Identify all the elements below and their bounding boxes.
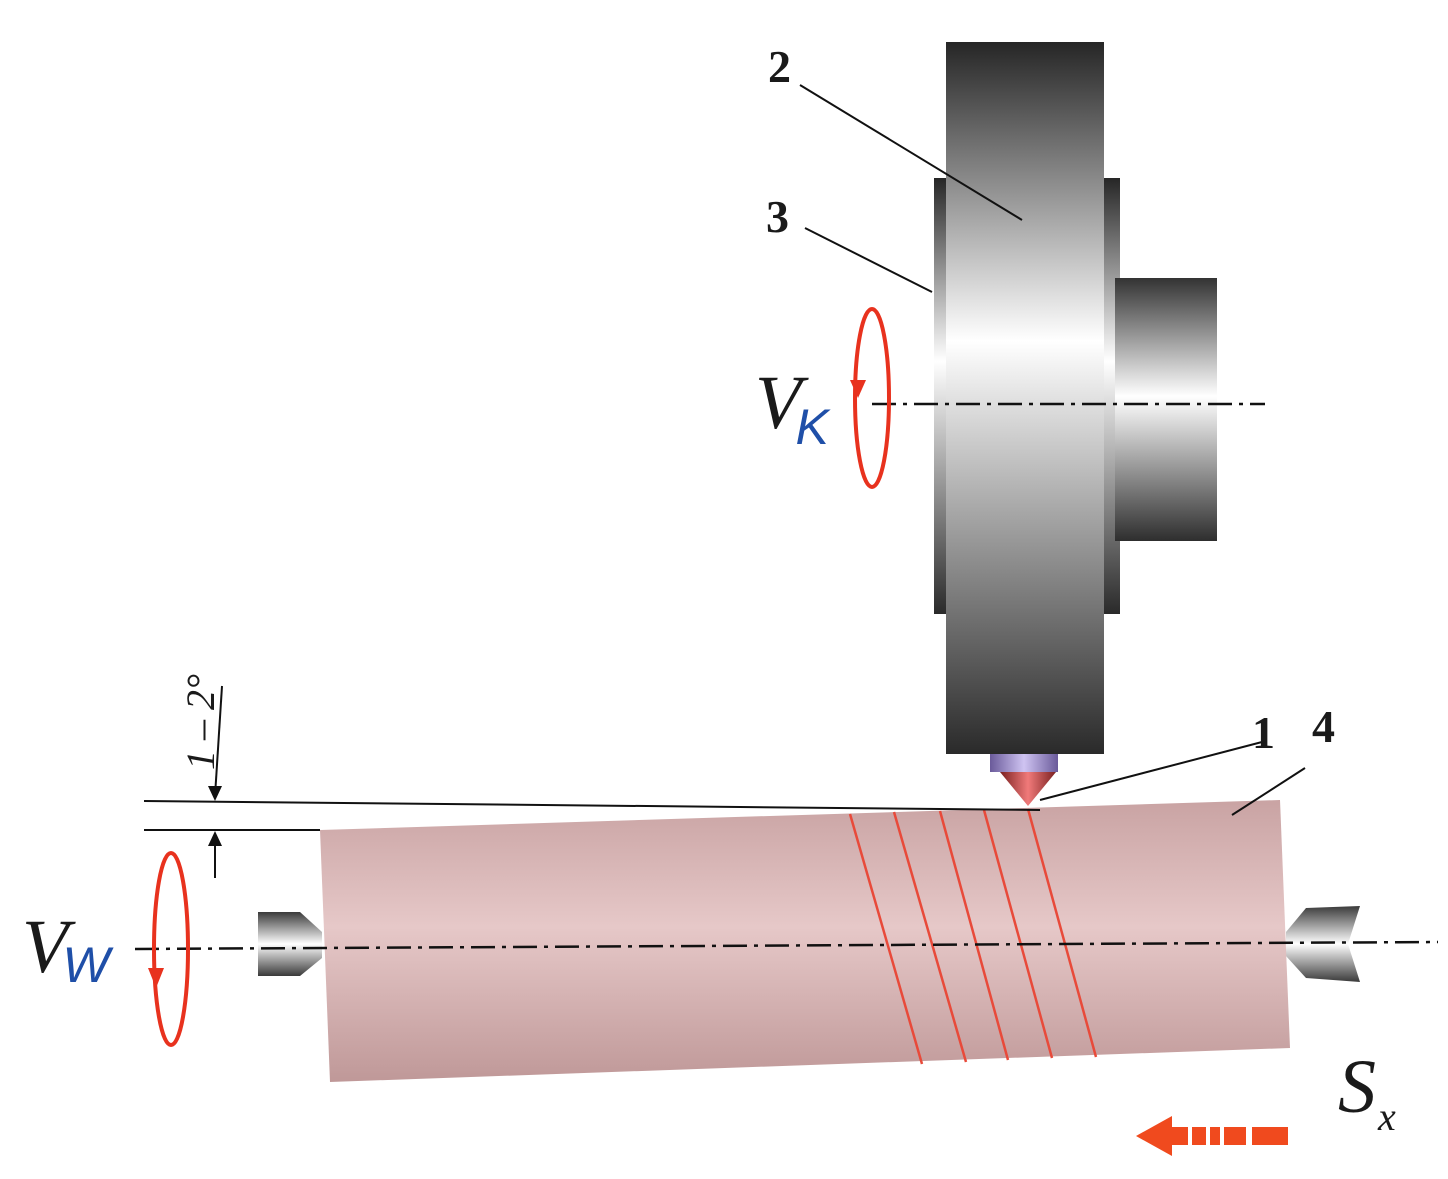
angle-indicator (143, 685, 1041, 878)
tool-holder (990, 754, 1058, 772)
tool-assembly (934, 42, 1217, 806)
tool-tip (1000, 772, 1056, 806)
tool-rotation-arrow (850, 307, 891, 489)
callout-1: 1 (1252, 707, 1275, 758)
right-center (1286, 906, 1360, 982)
workpiece-body (320, 800, 1290, 1082)
tool-hub (1115, 278, 1217, 541)
sx-label: Sx (1338, 1045, 1396, 1139)
leader-lines (799, 84, 1306, 816)
helical-grooves (848, 808, 1098, 1065)
vw-label: VW (22, 905, 114, 993)
tool-body (946, 42, 1104, 754)
callout-4: 4 (1312, 701, 1335, 752)
feed-arrow (1136, 1116, 1288, 1156)
workpiece-axis (134, 940, 1439, 951)
callout-3: 3 (766, 191, 789, 242)
workpiece-rotation-arrow (148, 851, 190, 1047)
workpiece (258, 800, 1360, 1082)
left-center (258, 912, 322, 976)
vk-label: VK (755, 361, 831, 455)
callout-2: 2 (768, 41, 791, 92)
angle-label: 1 – 2° (178, 674, 223, 770)
